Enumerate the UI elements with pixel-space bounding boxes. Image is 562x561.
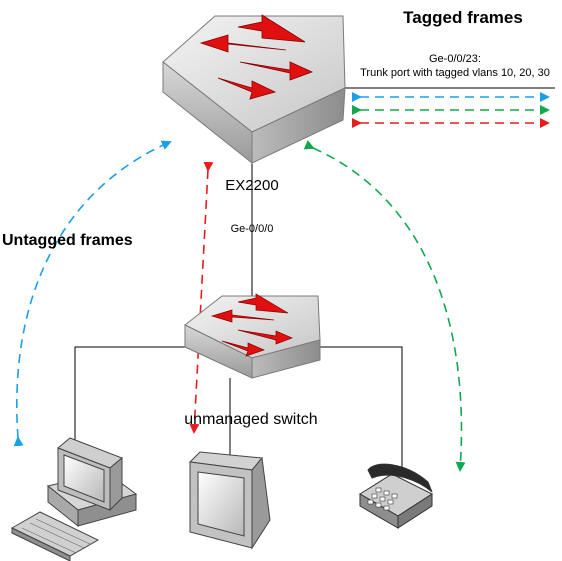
link-to-pc	[74, 346, 185, 440]
untagged-arrow-green	[303, 140, 466, 472]
link-to-phone	[320, 346, 403, 470]
desktop-pc-icon	[10, 437, 138, 561]
access-switch-label: unmanaged switch	[184, 411, 317, 428]
untagged-arrow-red	[189, 161, 214, 434]
untagged-frame-arrows	[13, 140, 466, 472]
crt-monitor-icon	[188, 451, 271, 550]
untagged-frames-title: Untagged frames	[2, 232, 133, 249]
untagged-arrow-blue	[13, 140, 172, 447]
trunk-port-name: Ge-0/0/23:	[429, 53, 481, 65]
uplink-port-label: Ge-0/0/0	[231, 223, 274, 235]
core-switch-label: EX2200	[225, 177, 278, 194]
tagged-frames-title: Tagged frames	[403, 8, 523, 27]
telephone-icon	[359, 463, 434, 529]
trunk-port-description: Trunk port with tagged vlans 10, 20, 30	[360, 67, 550, 79]
tagged-frame-arrows	[352, 92, 550, 128]
access-switch-icon	[184, 293, 321, 379]
core-switch-icon	[162, 14, 346, 165]
